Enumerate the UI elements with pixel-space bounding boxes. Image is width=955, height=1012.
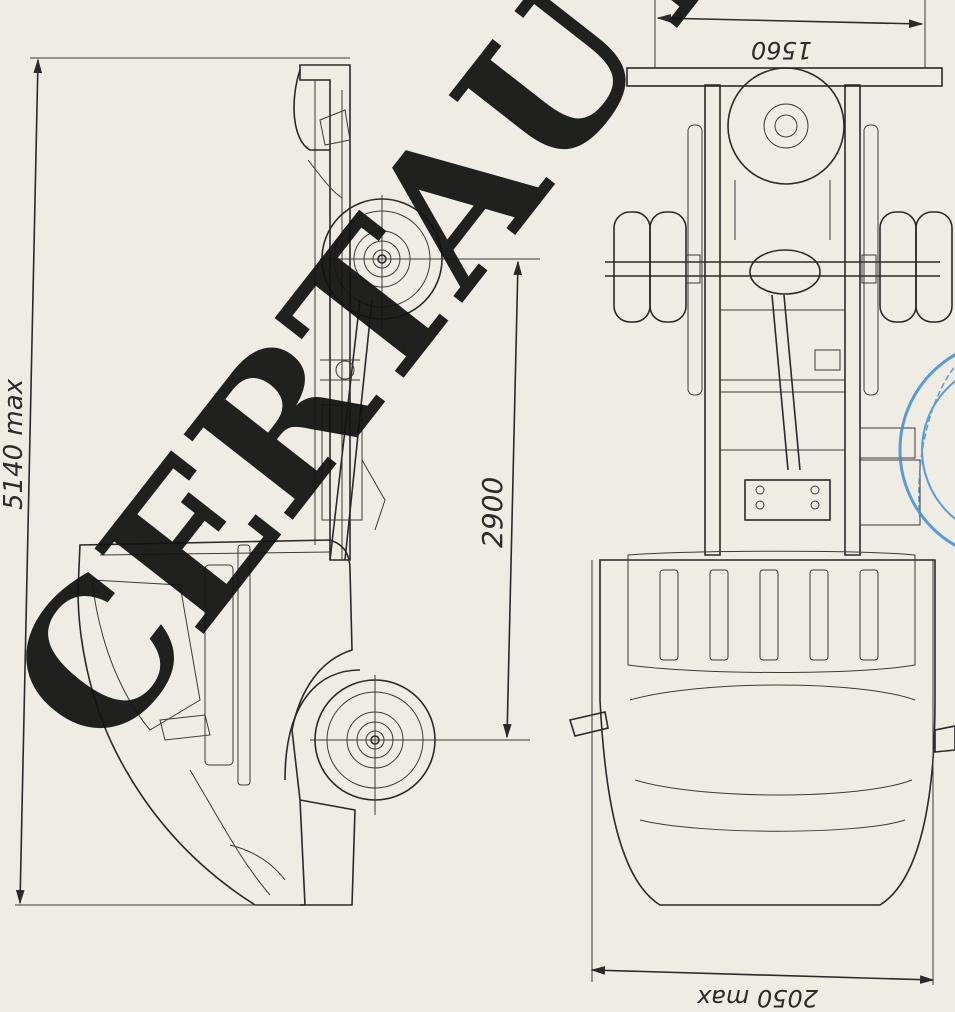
top-view: 1560 2050 max — [568, 0, 955, 1012]
overall-width-label: 2050 max — [696, 984, 818, 1012]
certauto-watermark: CERTAUTO — [0, 0, 880, 788]
spare-wheel — [727, 67, 845, 185]
certification-stamp — [898, 353, 955, 547]
rear-dual-wheels-right — [879, 211, 953, 323]
cab-top — [568, 550, 955, 906]
front-wheel-side — [284, 669, 436, 801]
svg-text:CERTAUTO: CERTAUTO — [0, 0, 880, 788]
rear-track-label: 1560 — [751, 36, 812, 64]
side-view: 5140 max 2900 — [0, 57, 540, 906]
rear-dual-wheels-left — [613, 211, 687, 323]
wheelbase-label: 2900 — [476, 477, 509, 548]
overall-length-label: 5140 max — [0, 378, 29, 510]
cab-side — [77, 539, 356, 906]
